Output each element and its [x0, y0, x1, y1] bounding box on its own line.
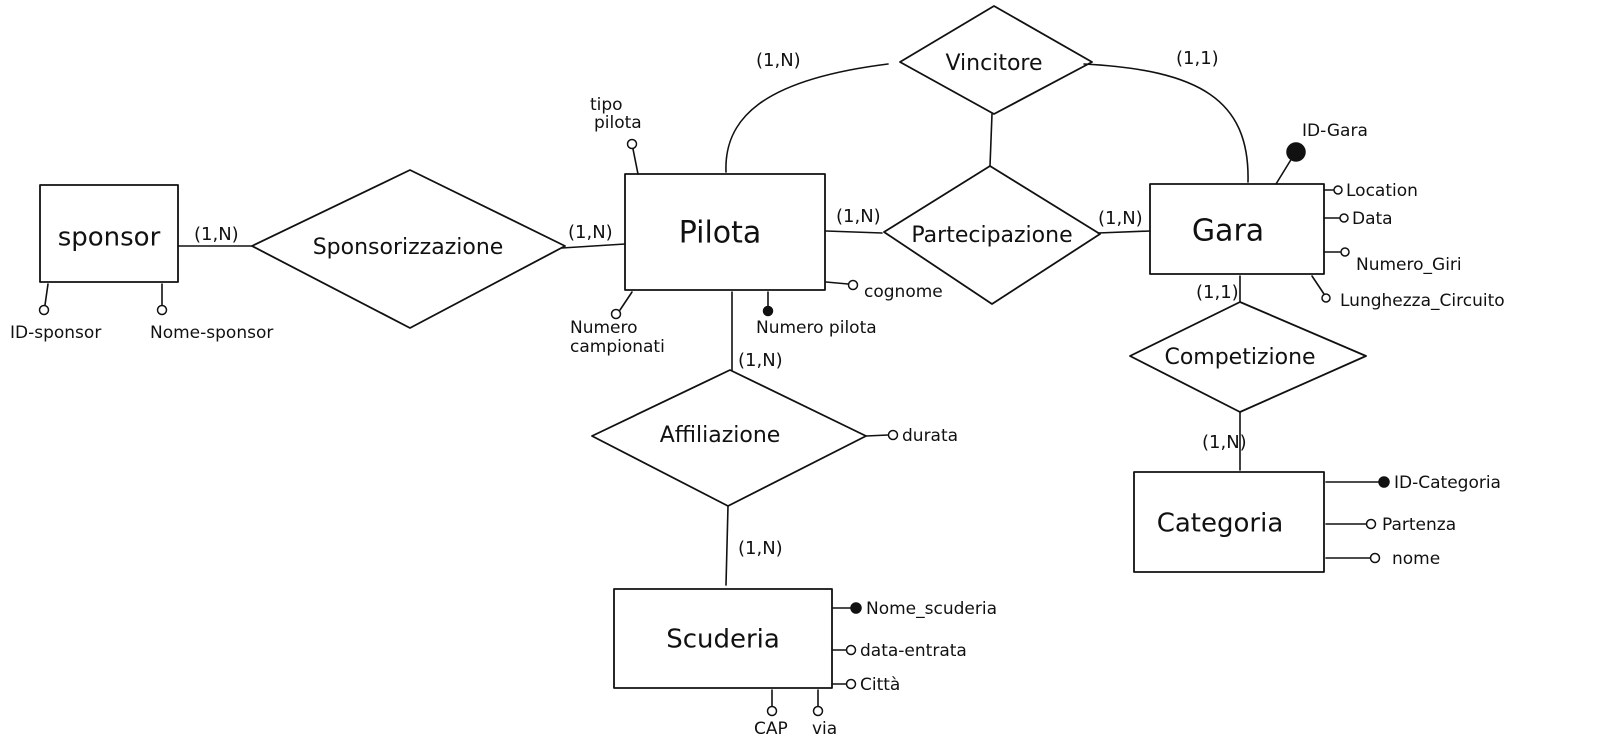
attribute-gara-location-label: Location	[1346, 181, 1418, 201]
attribute-pilota-tipo[interactable]: tipo pilota	[590, 95, 642, 175]
attribute-sponsor-id-label: ID-sponsor	[10, 323, 101, 343]
entity-scuderia-label: Scuderia	[666, 625, 780, 655]
line-pilota-vincitore	[725, 63, 889, 173]
cardinality-labels: (1,N) (1,N) (1,N) (1,1) (1,N) (1,N) (1,N…	[194, 48, 1247, 559]
attribute-gara-data[interactable]: Data	[1323, 209, 1393, 229]
cardinality-scuderia-affiliazione: (1,N)	[738, 538, 783, 559]
entity-sponsor-label: sponsor	[58, 223, 161, 253]
cardinality-pilota-sponsorizzazione: (1,N)	[568, 222, 613, 243]
entity-categoria[interactable]: Categoria	[1133, 471, 1325, 573]
attribute-sponsor-nome[interactable]: Nome-sponsor	[150, 283, 273, 343]
relationship-sponsorizzazione-label: Sponsorizzazione	[313, 235, 504, 260]
attribute-sponsor-id[interactable]: ID-sponsor	[10, 283, 101, 343]
attribute-gara-location[interactable]: Location	[1323, 181, 1418, 201]
cardinality-gara-competizione: (1,1)	[1196, 282, 1239, 303]
cardinality-pilota-partecipazione: (1,N)	[836, 206, 881, 227]
attribute-pilota-numero-campionati[interactable]: Numero campionati	[570, 291, 665, 357]
cardinality-pilota-affiliazione: (1,N)	[738, 350, 783, 371]
attribute-scuderia-via-label: via	[812, 719, 837, 739]
entity-sponsor[interactable]: sponsor	[39, 184, 179, 283]
relationship-affiliazione-label: Affiliazione	[660, 423, 781, 448]
attribute-categoria-nome-label: nome	[1392, 549, 1440, 569]
line-partecipazione-gara	[1097, 230, 1151, 234]
attribute-pilota-cognome[interactable]: cognome	[825, 279, 943, 303]
attribute-affiliazione-durata-label: durata	[902, 426, 958, 446]
relationship-affiliazione[interactable]: Affiliazione	[591, 369, 867, 507]
attribute-categoria-id-label: ID-Categoria	[1394, 473, 1501, 493]
line-vincitore-gara	[1083, 63, 1249, 183]
attribute-scuderia-citta-label: Città	[860, 675, 900, 695]
relationship-competizione[interactable]: Competizione	[1129, 301, 1367, 413]
line-vincitore-partecipazione	[989, 113, 993, 167]
attribute-affiliazione-durata[interactable]: durata	[865, 426, 958, 446]
attribute-pilota-numero-campionati-label-1: Numero	[570, 318, 638, 338]
attribute-gara-numero-giri[interactable]: Numero_Giri	[1323, 247, 1462, 275]
attribute-scuderia-via[interactable]: via	[812, 689, 837, 739]
attribute-scuderia-cap-label: CAP	[754, 719, 788, 739]
attribute-scuderia-data-entrata[interactable]: data-entrata	[831, 641, 967, 661]
relationship-partecipazione[interactable]: Partecipazione	[883, 165, 1101, 305]
connection-lines	[177, 63, 1249, 586]
relationship-competizione-label: Competizione	[1164, 345, 1315, 370]
attribute-categoria-partenza-label: Partenza	[1382, 515, 1456, 535]
attribute-gara-numero-giri-label: Numero_Giri	[1356, 255, 1462, 275]
attribute-scuderia-data-entrata-label: data-entrata	[860, 641, 967, 661]
attribute-pilota-cognome-label: cognome	[864, 282, 943, 302]
attribute-gara-data-label: Data	[1352, 209, 1393, 229]
attribute-scuderia-citta[interactable]: Città	[831, 675, 900, 695]
attribute-sponsor-nome-label: Nome-sponsor	[150, 323, 273, 343]
cardinality-gara-vincitore: (1,1)	[1176, 48, 1219, 69]
relationship-vincitore[interactable]: Vincitore	[899, 5, 1093, 115]
attribute-scuderia-nome[interactable]: Nome_scuderia	[831, 599, 997, 619]
entity-gara-label: Gara	[1192, 214, 1264, 249]
attribute-scuderia-cap[interactable]: CAP	[754, 689, 788, 739]
attribute-scuderia-nome-label: Nome_scuderia	[866, 599, 997, 619]
line-pilota-partecipazione	[825, 230, 883, 234]
relationship-sponsorizzazione[interactable]: Sponsorizzazione	[251, 169, 566, 329]
line-affiliazione-scuderia	[725, 505, 729, 586]
cardinality-sponsor-sponsorizzazione: (1,N)	[194, 224, 239, 245]
entity-scuderia[interactable]: Scuderia	[613, 588, 833, 689]
relationship-vincitore-label: Vincitore	[945, 51, 1042, 76]
attribute-categoria-id[interactable]: ID-Categoria	[1325, 473, 1501, 493]
line-sponsorizzazione-pilota	[561, 243, 626, 249]
attribute-gara-lunghezza-circuito-label: Lunghezza_Circuito	[1340, 291, 1505, 311]
attribute-categoria-partenza[interactable]: Partenza	[1325, 515, 1456, 535]
entity-gara[interactable]: Gara	[1149, 183, 1325, 275]
attribute-pilota-tipo-label-1: tipo	[590, 95, 623, 115]
attribute-gara-id-label: ID-Gara	[1302, 121, 1368, 141]
entity-categoria-label: Categoria	[1157, 509, 1284, 539]
attribute-pilota-tipo-label-2: pilota	[594, 113, 642, 133]
cardinality-pilota-vincitore: (1,N)	[756, 50, 801, 71]
attribute-gara-id[interactable]: ID-Gara	[1275, 121, 1368, 185]
entity-pilota[interactable]: Pilota	[624, 173, 826, 291]
cardinality-categoria-competizione: (1,N)	[1202, 432, 1247, 453]
cardinality-gara-partecipazione: (1,N)	[1098, 208, 1143, 229]
attribute-categoria-nome[interactable]: nome	[1325, 549, 1440, 569]
attribute-pilota-numero-pilota[interactable]: Numero pilota	[756, 291, 877, 338]
relationship-partecipazione-label: Partecipazione	[911, 223, 1072, 248]
attribute-gara-lunghezza-circuito[interactable]: Lunghezza_Circuito	[1311, 275, 1505, 311]
attribute-pilota-numero-pilota-label: Numero pilota	[756, 318, 877, 338]
attribute-pilota-numero-campionati-label-2: campionati	[570, 337, 665, 357]
entity-pilota-label: Pilota	[679, 216, 762, 251]
